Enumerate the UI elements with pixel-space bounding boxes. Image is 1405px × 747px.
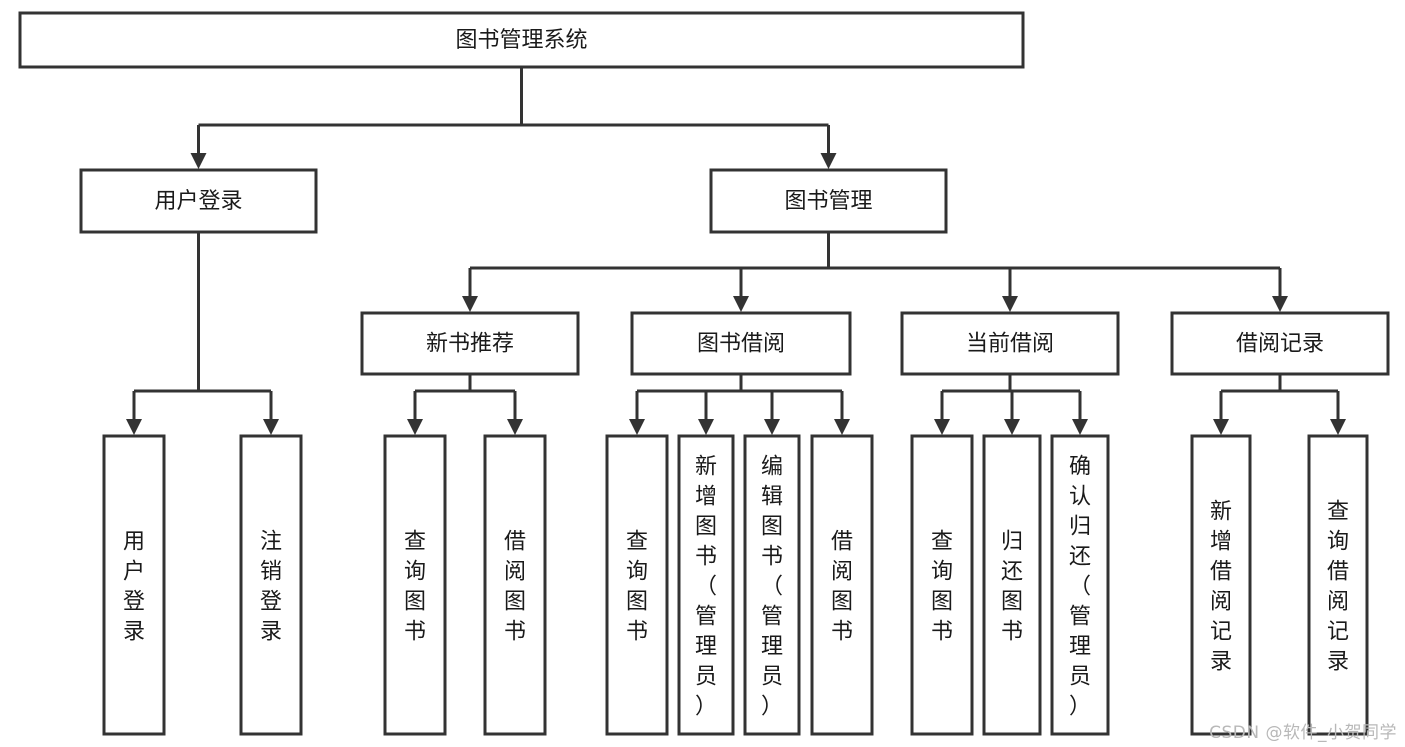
node-label-r1: 新增借阅记录: [1210, 499, 1232, 674]
node-box-c1: [910, 434, 974, 736]
node-box-c3: [1050, 434, 1110, 736]
node-b1[interactable]: 查询图书: [605, 434, 669, 736]
node-box-current: [900, 311, 1120, 376]
edge-group-records: [1213, 374, 1346, 435]
node-l1[interactable]: 用户登录: [102, 434, 166, 736]
node-box-records: [1170, 311, 1390, 376]
node-b3[interactable]: 编辑图书（管理员）: [743, 434, 801, 736]
edge-group-borrow: [629, 374, 850, 435]
node-box-login: [79, 168, 318, 234]
node-b4[interactable]: 借阅图书: [810, 434, 874, 736]
node-borrow[interactable]: 图书借阅: [630, 311, 852, 376]
node-b2[interactable]: 新增图书（管理员）: [677, 434, 735, 736]
edge-group-books: [462, 232, 1288, 312]
node-r1[interactable]: 新增借阅记录: [1190, 434, 1252, 736]
node-box-r2: [1307, 434, 1369, 736]
node-label-b2: 新增图书（管理员）: [695, 454, 717, 719]
node-box-b1: [605, 434, 669, 736]
node-label-c2: 归还图书: [1001, 529, 1023, 644]
node-label-c1: 查询图书: [931, 529, 953, 644]
node-label-b1: 查询图书: [626, 529, 648, 644]
node-current[interactable]: 当前借阅: [900, 311, 1120, 376]
node-root[interactable]: 图书管理系统: [18, 11, 1025, 69]
node-label-borrow: 图书借阅: [697, 332, 785, 357]
node-label-login: 用户登录: [154, 189, 242, 214]
node-label-b4: 借阅图书: [831, 529, 853, 644]
node-box-b3: [743, 434, 801, 736]
node-label-r2: 查询借阅记录: [1327, 499, 1349, 674]
node-books[interactable]: 图书管理: [709, 168, 948, 234]
node-label-n2: 借阅图书: [504, 529, 526, 644]
node-box-root: [18, 11, 1025, 69]
node-label-b3: 编辑图书（管理员）: [761, 454, 783, 719]
node-box-borrow: [630, 311, 852, 376]
node-label-records: 借阅记录: [1236, 332, 1324, 357]
node-box-books: [709, 168, 948, 234]
node-label-newrec: 新书推荐: [426, 332, 514, 357]
node-box-b2: [677, 434, 735, 736]
node-newrec[interactable]: 新书推荐: [360, 311, 580, 376]
node-label-c3: 确认归还（管理员）: [1069, 454, 1091, 719]
node-label-n1: 查询图书: [404, 529, 426, 644]
node-records[interactable]: 借阅记录: [1170, 311, 1390, 376]
node-box-l1: [102, 434, 166, 736]
node-c2[interactable]: 归还图书: [982, 434, 1042, 736]
node-n1[interactable]: 查询图书: [383, 434, 447, 736]
nodes-layer: 图书管理系统用户登录图书管理新书推荐图书借阅当前借阅借阅记录用户登录注销登录查询…: [18, 11, 1390, 736]
node-n2[interactable]: 借阅图书: [483, 434, 547, 736]
node-box-b4: [810, 434, 874, 736]
node-label-root: 图书管理系统: [455, 28, 587, 53]
node-label-l2: 注销登录: [260, 529, 282, 644]
edges-layer: [126, 67, 1346, 435]
node-box-n2: [483, 434, 547, 736]
edge-group-login: [126, 232, 279, 435]
node-c1[interactable]: 查询图书: [910, 434, 974, 736]
node-box-c2: [982, 434, 1042, 736]
node-box-l2: [239, 434, 303, 736]
node-label-books: 图书管理: [784, 189, 872, 214]
node-login[interactable]: 用户登录: [79, 168, 318, 234]
node-label-current: 当前借阅: [966, 332, 1054, 357]
node-r2[interactable]: 查询借阅记录: [1307, 434, 1369, 736]
node-box-n1: [383, 434, 447, 736]
edge-group-current: [934, 374, 1088, 435]
node-box-r1: [1190, 434, 1252, 736]
edge-group-newrec: [407, 374, 523, 435]
node-c3[interactable]: 确认归还（管理员）: [1050, 434, 1110, 736]
node-box-newrec: [360, 311, 580, 376]
node-label-l1: 用户登录: [123, 529, 145, 644]
edge-group-root: [190, 67, 837, 169]
node-l2[interactable]: 注销登录: [239, 434, 303, 736]
